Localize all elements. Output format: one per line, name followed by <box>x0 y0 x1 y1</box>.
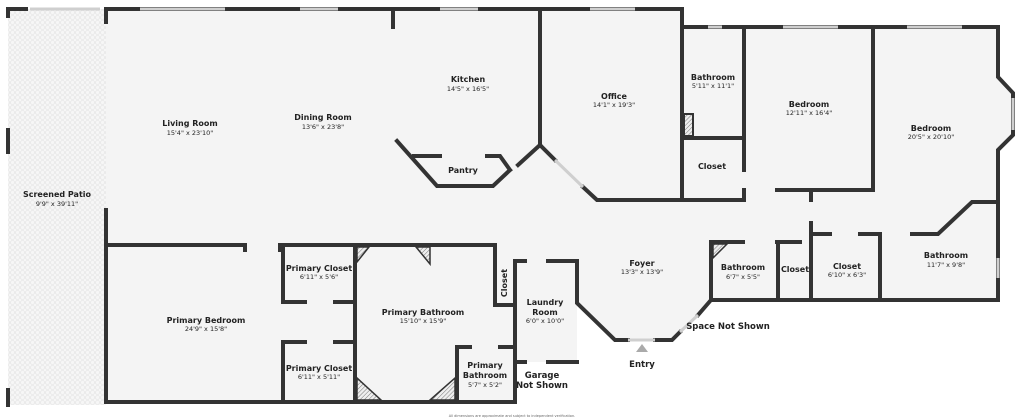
svg-text:11'7" x 9'8": 11'7" x 9'8" <box>927 261 965 269</box>
svg-text:5'11" x 11'1": 5'11" x 11'1" <box>692 82 734 90</box>
room-closet-upper: Closet <box>698 162 726 171</box>
svg-text:Bathroom: Bathroom <box>691 73 735 82</box>
entry-arrow-icon <box>636 344 648 352</box>
room-pantry: Pantry <box>448 166 479 175</box>
svg-text:Primary Closet: Primary Closet <box>286 364 353 373</box>
garage-label-line1: Garage <box>525 371 560 381</box>
svg-text:Closet: Closet <box>698 162 726 171</box>
svg-text:13'6" x 23'8": 13'6" x 23'8" <box>302 123 344 131</box>
svg-text:14'1" x 19'3": 14'1" x 19'3" <box>593 101 635 109</box>
hatched-fixtures <box>356 113 729 401</box>
svg-text:Bedroom: Bedroom <box>911 124 952 133</box>
svg-text:Dining Room: Dining Room <box>294 113 352 122</box>
svg-text:Foyer: Foyer <box>629 259 654 268</box>
entry-label: Entry <box>629 360 655 370</box>
svg-text:Bathroom: Bathroom <box>463 371 507 380</box>
svg-text:15'4" x 23'10": 15'4" x 23'10" <box>167 129 213 137</box>
windows <box>140 7 1015 342</box>
svg-text:Closet: Closet <box>500 269 509 297</box>
svg-text:Bedroom: Bedroom <box>789 100 830 109</box>
svg-text:Closet: Closet <box>833 262 861 271</box>
svg-text:20'5" x 20'10": 20'5" x 20'10" <box>908 133 954 141</box>
svg-text:Office: Office <box>601 92 627 101</box>
svg-text:12'11" x 16'4": 12'11" x 16'4" <box>786 109 832 117</box>
svg-text:Room: Room <box>532 308 558 317</box>
svg-text:13'3" x 13'9": 13'3" x 13'9" <box>621 268 663 276</box>
patio-wall <box>6 7 28 407</box>
floor-fills <box>106 9 1013 402</box>
svg-text:Primary Bedroom: Primary Bedroom <box>167 316 246 325</box>
svg-text:Bathroom: Bathroom <box>721 263 765 272</box>
svg-text:Screened Patio: Screened Patio <box>23 190 92 199</box>
svg-text:6'7" x 5'5": 6'7" x 5'5" <box>726 273 760 281</box>
svg-text:24'9" x 15'8": 24'9" x 15'8" <box>185 325 227 333</box>
room-closet-vertical: Closet <box>500 269 509 297</box>
garage-label-line2: Not Shown <box>516 381 568 391</box>
svg-text:Primary Closet: Primary Closet <box>286 264 353 273</box>
svg-text:5'7" x 5'2": 5'7" x 5'2" <box>468 381 502 389</box>
svg-text:Laundry: Laundry <box>527 298 565 307</box>
svg-text:14'5" x 16'5": 14'5" x 16'5" <box>447 85 489 93</box>
svg-text:Bathroom: Bathroom <box>924 251 968 260</box>
svg-text:9'9" x 39'11": 9'9" x 39'11" <box>36 200 78 208</box>
room-closet-small: Closet <box>781 265 809 274</box>
svg-text:6'10" x 6'3": 6'10" x 6'3" <box>828 271 866 279</box>
space-not-shown-label: Space Not Shown <box>686 322 770 332</box>
svg-text:6'11" x 5'6": 6'11" x 5'6" <box>300 273 338 281</box>
svg-text:Closet: Closet <box>781 265 809 274</box>
svg-text:Living Room: Living Room <box>162 119 218 128</box>
svg-text:6'0" x 10'0": 6'0" x 10'0" <box>526 317 564 325</box>
svg-text:15'10" x 15'9": 15'10" x 15'9" <box>400 317 446 325</box>
svg-text:Kitchen: Kitchen <box>451 75 486 84</box>
screened-patio-floor <box>8 9 106 405</box>
svg-text:Pantry: Pantry <box>448 166 479 175</box>
svg-text:Primary Bathroom: Primary Bathroom <box>382 308 465 317</box>
svg-text:Primary: Primary <box>467 361 503 370</box>
footnote: All dimensions are approximate and subje… <box>449 414 576 418</box>
svg-text:6'11" x 5'11": 6'11" x 5'11" <box>298 373 340 381</box>
